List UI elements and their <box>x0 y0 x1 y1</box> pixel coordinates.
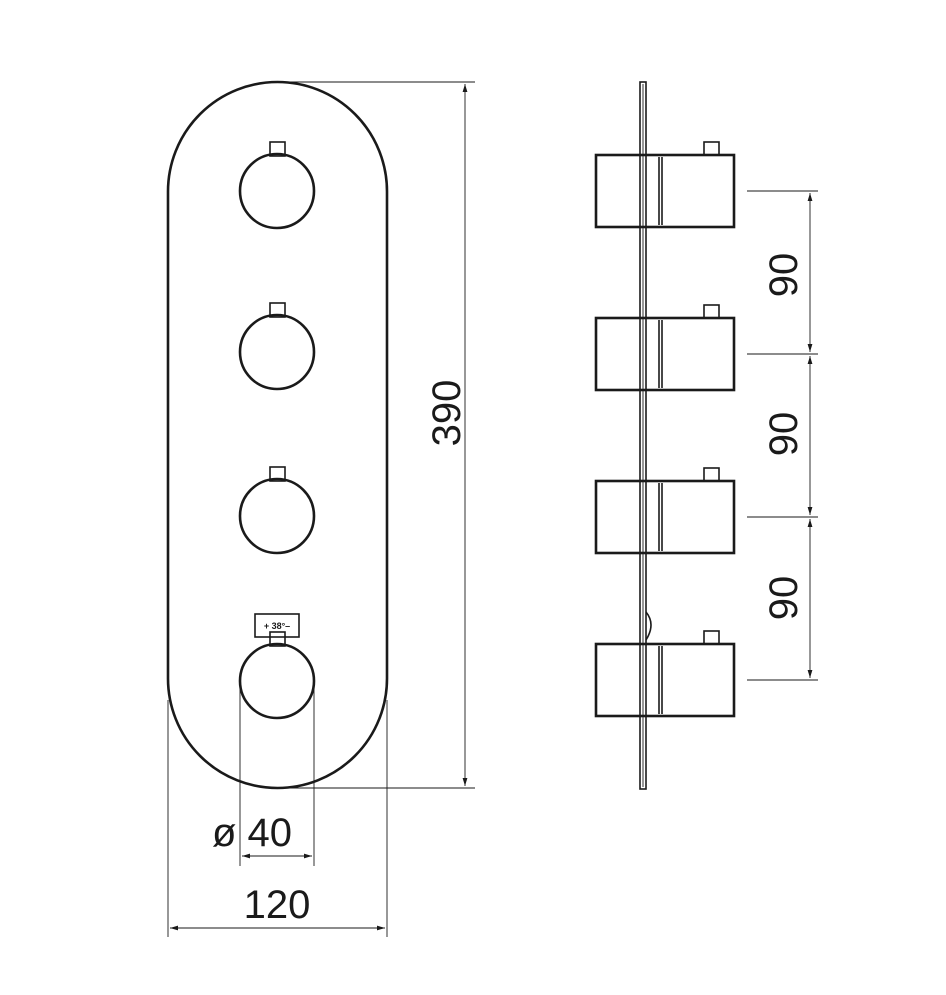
front-knob-2 <box>238 302 316 391</box>
side-plate <box>639 81 647 790</box>
temperature-scale-label-box <box>254 613 300 638</box>
stop-button-profile <box>645 611 652 641</box>
spacing-dimensions: 90 90 90 <box>747 190 818 681</box>
diameter-dimension-value: ø 40 <box>212 811 292 855</box>
diameter-dimension: ø 40 <box>212 681 315 866</box>
front-knob-3 <box>238 466 316 555</box>
side-view: 90 90 90 <box>594 81 818 790</box>
height-dimension-value: 390 <box>425 380 469 447</box>
spacing-dimension-2: 90 <box>762 412 806 457</box>
width-dimension-value: 120 <box>244 883 311 927</box>
spacing-dimension-1: 90 <box>762 253 806 298</box>
temperature-scale-label: + 38°– <box>264 621 290 631</box>
width-dimension: 120 <box>167 700 388 937</box>
front-knob-4-thermostatic: + 38°– <box>238 613 316 720</box>
spacing-dimension-3: 90 <box>762 576 806 621</box>
front-view: + 38°– 390 ø 40 120 <box>166 80 475 937</box>
side-handle-2 <box>594 304 736 392</box>
side-handle-1 <box>594 141 736 229</box>
side-handle-4 <box>594 611 736 718</box>
cover-plate-outline <box>166 80 389 790</box>
front-knob-1 <box>238 141 316 230</box>
side-handle-3 <box>594 467 736 555</box>
height-dimension: 390 <box>277 81 475 789</box>
